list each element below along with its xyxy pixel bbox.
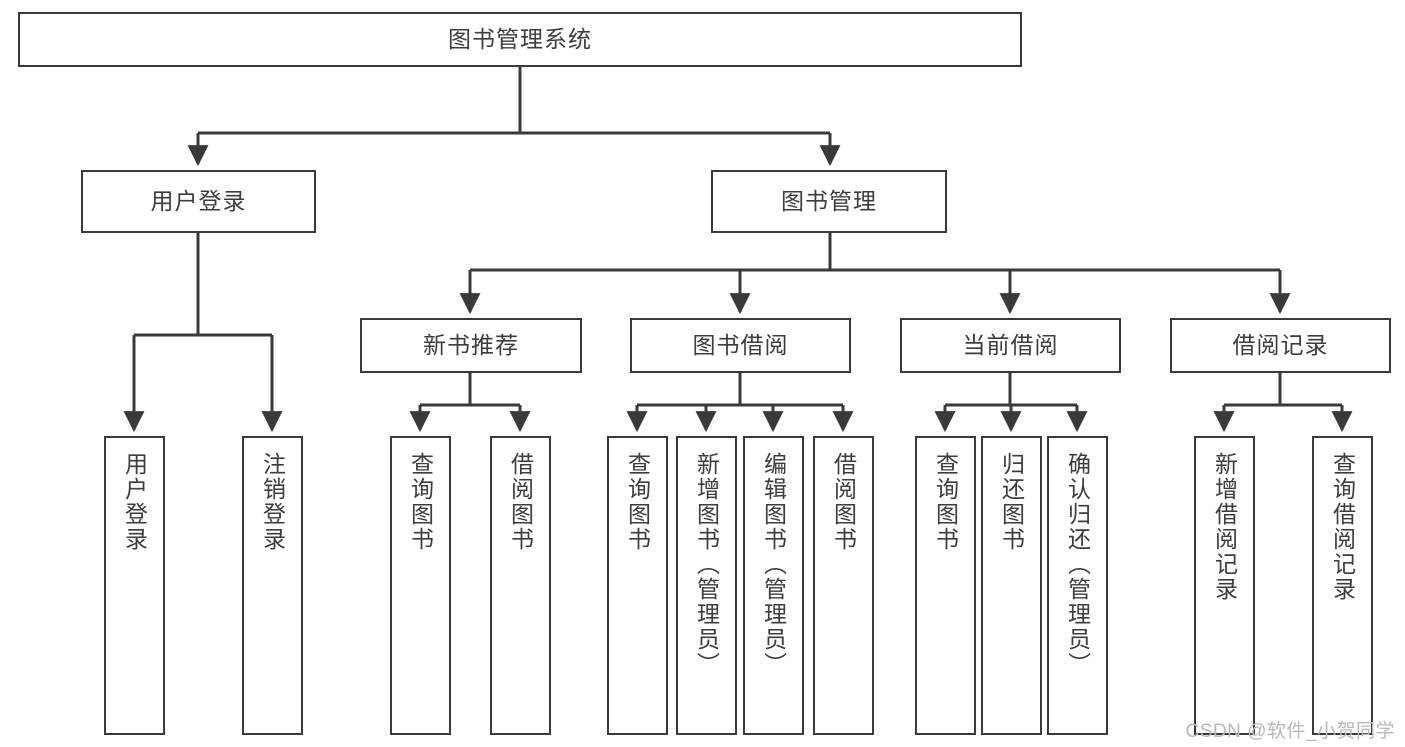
node-label: 新增图书（管理员） <box>693 452 720 677</box>
node-label: 查询图书 <box>407 452 434 552</box>
node-label: 新书推荐 <box>423 331 519 358</box>
leaf-book-borrow-2[interactable]: 编辑图书（管理员） <box>743 436 804 735</box>
leaf-user-login-1[interactable]: 注销登录 <box>242 436 303 735</box>
leaf-user-login-0[interactable]: 用户登录 <box>104 436 165 735</box>
node-label: 借阅图书 <box>830 452 857 552</box>
node-label: 用户登录 <box>150 187 247 214</box>
watermark-text: CSDN @软件_小贺同学 <box>1185 721 1395 742</box>
leaf-borrow-record-0[interactable]: 新增借阅记录 <box>1194 436 1255 735</box>
node-label: 查询图书 <box>624 452 651 552</box>
node-book-borrow[interactable]: 图书借阅 <box>630 318 851 373</box>
node-user-login[interactable]: 用户登录 <box>81 170 316 233</box>
leaf-current-borrow-0[interactable]: 查询图书 <box>915 436 976 735</box>
node-label: 图书借阅 <box>692 331 789 358</box>
node-book-management[interactable]: 图书管理 <box>711 170 947 233</box>
node-label: 图书管理 <box>781 187 877 214</box>
node-current-borrow[interactable]: 当前借阅 <box>900 318 1121 373</box>
leaf-new-book-recommend-0[interactable]: 查询图书 <box>390 436 451 735</box>
node-label: 借阅图书 <box>507 452 534 552</box>
leaf-book-borrow-1[interactable]: 新增图书（管理员） <box>676 436 737 735</box>
node-label: 查询借阅记录 <box>1329 452 1356 602</box>
node-label: 图书管理系统 <box>448 25 592 52</box>
leaf-book-borrow-3[interactable]: 借阅图书 <box>813 436 874 735</box>
node-label: 编辑图书（管理员） <box>760 452 787 677</box>
leaf-new-book-recommend-1[interactable]: 借阅图书 <box>490 436 551 735</box>
node-borrow-record[interactable]: 借阅记录 <box>1170 318 1391 373</box>
leaf-current-borrow-2[interactable]: 确认归还（管理员） <box>1047 436 1108 735</box>
node-new-book-recommend[interactable]: 新书推荐 <box>360 318 582 373</box>
node-root-book-management-system[interactable]: 图书管理系统 <box>18 12 1022 67</box>
leaf-current-borrow-1[interactable]: 归还图书 <box>981 436 1042 735</box>
leaf-borrow-record-1[interactable]: 查询借阅记录 <box>1312 436 1373 735</box>
node-label: 注销登录 <box>259 452 286 552</box>
leaf-book-borrow-0[interactable]: 查询图书 <box>607 436 668 735</box>
node-label: 归还图书 <box>998 452 1025 552</box>
node-label: 新增借阅记录 <box>1211 452 1238 602</box>
node-label: 确认归还（管理员） <box>1064 452 1091 677</box>
node-label: 用户登录 <box>121 452 148 552</box>
node-label: 当前借阅 <box>962 331 1059 358</box>
node-label: 查询图书 <box>932 452 959 552</box>
node-label: 借阅记录 <box>1232 331 1329 358</box>
